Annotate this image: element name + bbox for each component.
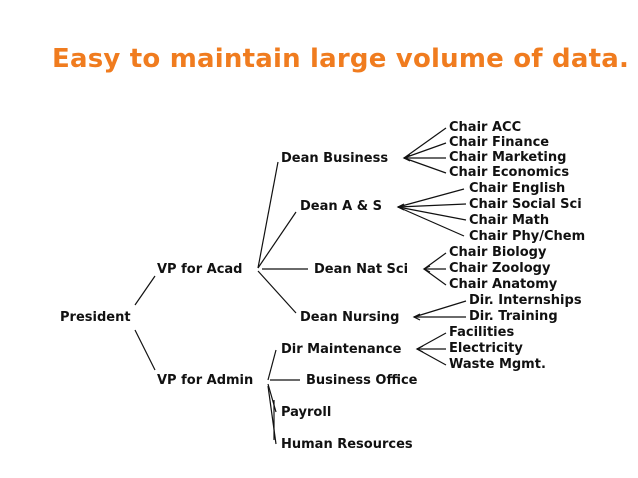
node-president: President (60, 310, 131, 325)
node-chair-biology: Chair Biology (449, 245, 547, 260)
node-electricity: Electricity (449, 341, 523, 356)
node-waste-mgmt: Waste Mgmt. (449, 357, 546, 372)
node-chair-english: Chair English (469, 181, 566, 196)
node-chair-finance: Chair Finance (449, 135, 550, 150)
node-payroll: Payroll (281, 405, 332, 420)
node-dir-maintenance: Dir Maintenance (281, 342, 402, 357)
node-chair-acc: Chair ACC (449, 120, 522, 135)
node-dir-training: Dir. Training (469, 309, 558, 324)
node-dean-business: Dean Business (281, 151, 389, 166)
node-business-office: Business Office (306, 373, 418, 388)
node-human-resources: Human Resources (281, 437, 413, 452)
node-dean-nursing: Dean Nursing (300, 310, 400, 325)
node-dean-natsci: Dean Nat Sci (314, 262, 409, 277)
node-chair-zoology: Chair Zoology (449, 261, 551, 276)
node-vp-admin: VP for Admin (157, 373, 254, 388)
node-chair-phy-chem: Chair Phy/Chem (469, 229, 586, 244)
node-chair-economics: Chair Economics (449, 165, 570, 180)
node-chair-social-sci: Chair Social Sci (469, 197, 582, 212)
node-dean-as: Dean A & S (300, 199, 382, 214)
node-dir-internships: Dir. Internships (469, 293, 582, 308)
node-chair-math: Chair Math (469, 213, 550, 228)
node-facilities: Facilities (449, 325, 515, 340)
node-chair-anatomy: Chair Anatomy (449, 277, 558, 292)
node-vp-acad: VP for Acad (157, 262, 243, 277)
slide-title: Easy to maintain large volume of data. (52, 44, 630, 74)
node-chair-marketing: Chair Marketing (449, 150, 567, 165)
